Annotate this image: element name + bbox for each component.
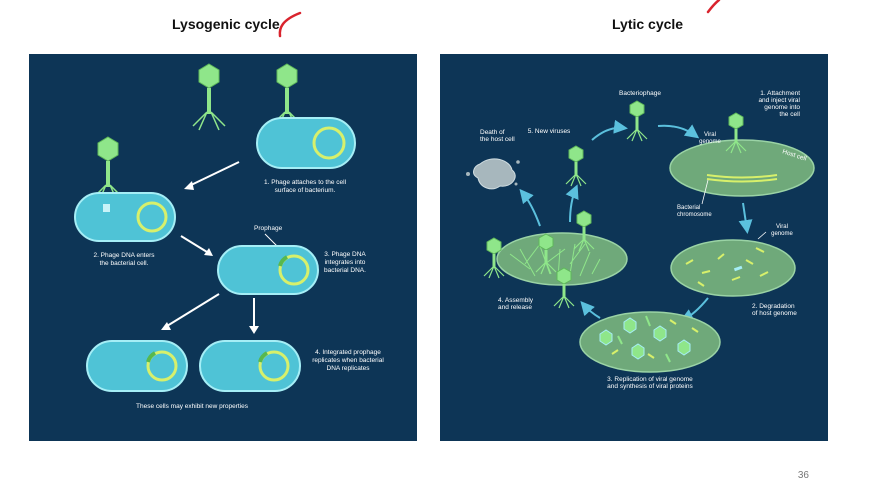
bacterial-dna (258, 350, 290, 382)
phage-dna (103, 204, 110, 212)
bacterium-cell (217, 245, 319, 295)
step5-label: 5. New viruses (528, 128, 571, 135)
viral-components (599, 315, 699, 363)
arrowhead (249, 326, 259, 334)
viral-genome (733, 265, 743, 272)
prophage-label: Prophage (254, 225, 283, 232)
annotation-mark (706, 0, 721, 14)
arrowhead (184, 181, 194, 190)
arrow (657, 124, 700, 139)
host-cell (579, 311, 721, 373)
host-cell (496, 232, 628, 286)
arrow (188, 161, 240, 187)
lysogenic-title: Lysogenic cycle (172, 16, 280, 32)
bacterial-chromosome (706, 178, 778, 183)
bacterium-cell (74, 192, 176, 242)
pointer-line (701, 179, 709, 205)
prophage (278, 255, 289, 267)
pointer-line (757, 231, 767, 240)
prophage (258, 351, 269, 363)
page-number: 36 (797, 470, 809, 481)
arrow (565, 184, 579, 223)
daughter-cell (86, 340, 188, 392)
host-cell (669, 139, 815, 197)
bacterial-dna (136, 201, 168, 233)
arrowhead (161, 322, 171, 330)
bacterial-dna (146, 350, 178, 382)
bacteriophage-label: Bacteriophage (619, 90, 661, 97)
bacterial-dna (278, 254, 310, 286)
bacterial-chromosome (706, 174, 778, 179)
arrow (738, 202, 753, 234)
arrow (519, 188, 541, 227)
prophage (146, 351, 157, 363)
host-cell (670, 239, 796, 297)
dead-cell (473, 158, 516, 190)
bacterium-cell (256, 117, 356, 169)
degraded-dna (685, 247, 769, 287)
arrow (180, 235, 208, 253)
annotation-mark (278, 11, 302, 38)
lytic-title: Lytic cycle (612, 16, 684, 32)
bacterial-dna (312, 126, 346, 160)
arrowhead (204, 248, 213, 256)
arrow (166, 293, 220, 327)
arrow (591, 119, 628, 141)
arrow (580, 300, 601, 319)
footer-label: These cells may exhibit new properties (136, 403, 249, 410)
daughter-cell (199, 340, 301, 392)
